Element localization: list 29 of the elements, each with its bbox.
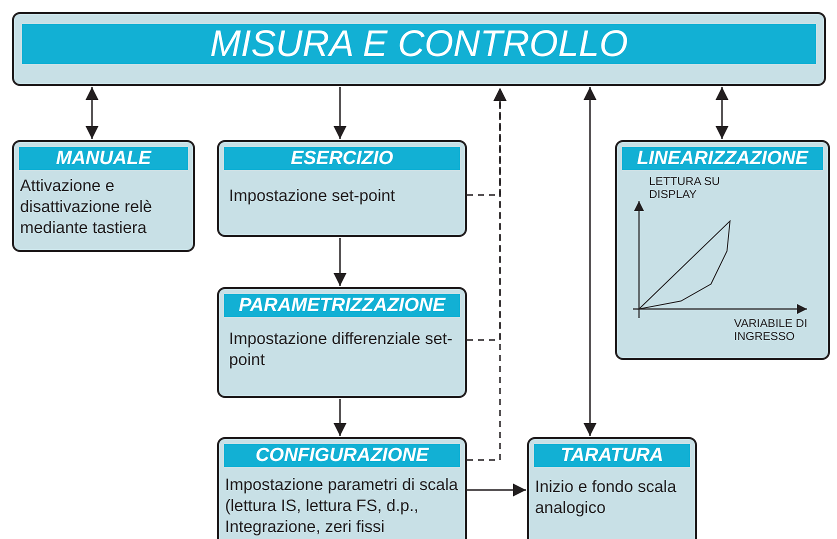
arrow <box>334 238 346 286</box>
arrow <box>334 399 346 436</box>
axis-label: LETTURA SU DISPLAY <box>649 176 721 202</box>
title: MISURA E CONTROLLO <box>22 24 816 64</box>
box-heading: MANUALE <box>19 147 188 170</box>
function-box <box>217 140 467 237</box>
description-text: Impostazione differenziale set-point <box>228 329 454 371</box>
title-panel <box>12 12 826 86</box>
box-heading: TARATURA <box>534 444 690 467</box>
axis-label: VARIABILE DI INGRESSO <box>734 318 808 344</box>
arrow <box>584 87 596 436</box>
function-box <box>217 437 467 539</box>
description-text: Impostazione parametri di scala (lettura IS, lettura FS, d.p., Integrazione, zeri fissi <box>224 475 459 538</box>
function-box <box>12 140 195 252</box>
description-text: Inizio e fondo scala analogico <box>534 477 678 519</box>
box-heading: PARAMETRIZZAZIONE <box>224 294 460 317</box>
box-heading: LINEARIZZAZIONE <box>622 147 823 170</box>
function-box <box>615 140 830 360</box>
box-heading: CONFIGURAZIONE <box>224 444 460 467</box>
dashed-arrow <box>467 88 506 461</box>
arrow <box>716 87 728 139</box>
arrow <box>467 484 526 496</box>
arrow <box>334 87 346 139</box>
function-box <box>217 287 467 398</box>
arrow <box>86 87 98 139</box>
description-text: Impostazione set-point <box>228 186 396 207</box>
description-text: Attivazione e disattivazione relè mediante tastiera <box>19 176 154 239</box>
box-heading: ESERCIZIO <box>224 147 460 170</box>
function-box <box>527 437 697 539</box>
